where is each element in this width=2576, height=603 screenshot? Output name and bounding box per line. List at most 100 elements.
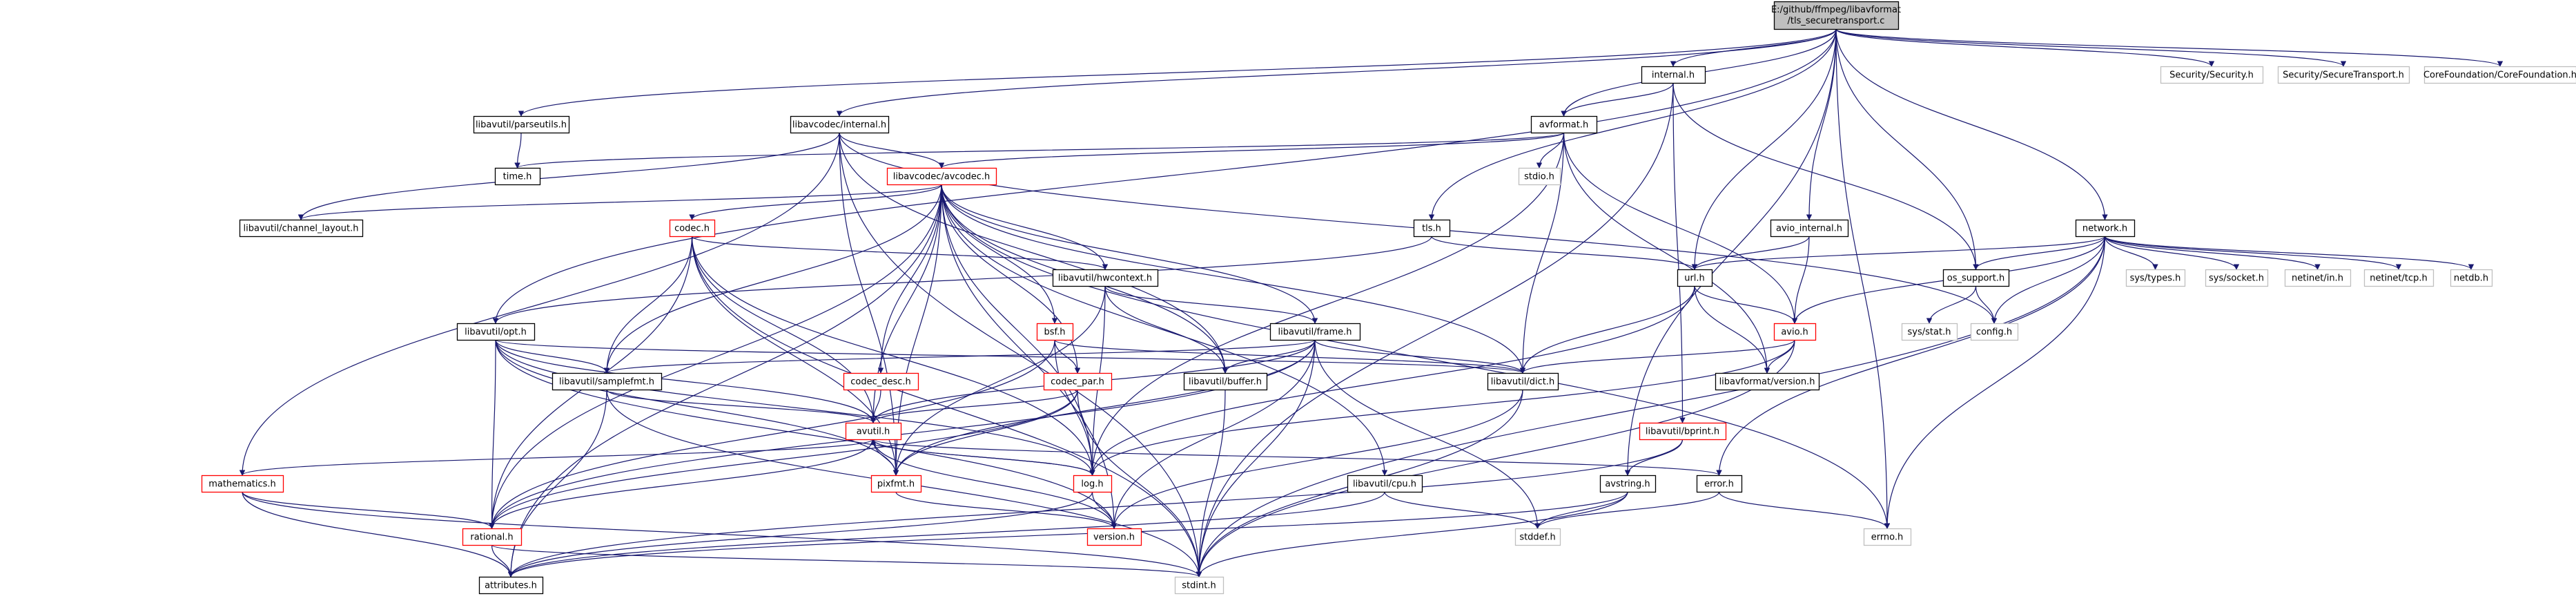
node-stdint[interactable]: stdint.h (1174, 576, 1224, 595)
edge-lavc_internal-to-buffer (839, 132, 1229, 374)
node-securetransport[interactable]: Security/SecureTransport.h (2277, 66, 2410, 84)
node-pixfmt[interactable]: pixfmt.h (870, 475, 922, 493)
edge-avcodec-to-dict (941, 184, 1526, 374)
node-label-pixfmt: pixfmt.h (877, 479, 915, 490)
edge-network-to-netdb (2104, 236, 2475, 270)
edge-lavc_internal-to-channel_layout (297, 132, 840, 220)
edge-network-to-systypes (2104, 236, 2158, 270)
node-log[interactable]: log.h (1073, 475, 1113, 493)
edge-opt-to-version (495, 339, 1118, 529)
node-box-log (1073, 475, 1113, 493)
node-lavf_version[interactable]: libavformat/version.h (1715, 372, 1820, 391)
node-box-sysstat (1901, 323, 1958, 341)
node-avio[interactable]: avio.h (1773, 323, 1817, 341)
edge-avcodec-to-samplefmt (603, 184, 942, 374)
node-bsf[interactable]: bsf.h (1036, 323, 1074, 341)
node-box-mathematics (201, 475, 284, 493)
node-box-network (2075, 219, 2136, 238)
node-avcodec[interactable]: libavcodec/avcodec.h (886, 167, 997, 186)
node-tls[interactable]: tls.h (1413, 219, 1451, 238)
edge-avutil-to-error (872, 439, 1722, 476)
edge-root-to-url (1691, 28, 1837, 270)
node-systypes[interactable]: sys/types.h (2125, 269, 2186, 287)
node-attributes[interactable]: attributes.h (478, 576, 544, 595)
node-stdio[interactable]: stdio.h (1518, 167, 1561, 186)
node-mathematics[interactable]: mathematics.h (201, 475, 284, 493)
node-syssocket[interactable]: sys/socket.h (2205, 269, 2269, 287)
node-box-codec_desc (843, 372, 919, 391)
node-box-tls (1413, 219, 1451, 238)
node-avio_internal[interactable]: avio_internal.h (1770, 219, 1849, 238)
node-config[interactable]: config.h (1970, 323, 2019, 341)
node-cpu[interactable]: libavutil/cpu.h (1347, 475, 1423, 493)
node-box-avio (1773, 323, 1817, 341)
node-label-rational: rational.h (470, 533, 513, 543)
node-bprint[interactable]: libavutil/bprint.h (1639, 422, 1727, 441)
edge-frame-to-rational (489, 339, 1316, 529)
node-rational[interactable]: rational.h (462, 528, 523, 546)
edge-root-to-parseutils (518, 28, 1837, 117)
node-codec_desc[interactable]: codec_desc.h (843, 372, 919, 391)
edge-bprint-to-avstring (1624, 439, 1684, 476)
edge-tls-to-opt (492, 236, 1432, 324)
node-label-avcodec: libavcodec/avcodec.h (893, 172, 991, 182)
node-label-tls: tls.h (1422, 224, 1441, 234)
node-box-internal (1641, 66, 1706, 84)
node-url[interactable]: url.h (1677, 269, 1713, 287)
node-label-bprint: libavutil/bprint.h (1646, 427, 1719, 437)
node-avformat[interactable]: avformat.h (1530, 115, 1598, 134)
node-label-network: network.h (2082, 224, 2127, 234)
node-error[interactable]: error.h (1696, 475, 1743, 493)
edge-samplefmt-to-avutil (606, 389, 877, 423)
node-label-opt: libavutil/opt.h (465, 327, 527, 338)
edge-os_support-to-config (1975, 285, 1998, 324)
node-netdb[interactable]: netdb.h (2450, 269, 2493, 287)
node-stddef[interactable]: stddef.h (1514, 528, 1561, 546)
node-label-netinet_in: netinet/in.h (2292, 274, 2343, 284)
node-codec[interactable]: codec.h (669, 219, 716, 238)
node-corefoundation[interactable]: CoreFoundation/CoreFoundation.h (2423, 66, 2576, 84)
node-version[interactable]: version.h (1086, 528, 1142, 546)
node-buffer[interactable]: libavutil/buffer.h (1183, 372, 1268, 391)
node-avutil[interactable]: avutil.h (845, 422, 902, 441)
edge-pixfmt-to-version (895, 491, 1118, 529)
node-box-hwcontext (1052, 269, 1159, 287)
node-box-url (1677, 269, 1713, 287)
edge-bsf-to-rational (489, 339, 1055, 529)
edge-avcodec-to-rational (489, 184, 942, 529)
node-root[interactable]: E:/github/ffmpeg/libavformat/tls_securet… (1771, 1, 1901, 30)
edge-root-to-corefoundation (1835, 28, 2503, 67)
node-hwcontext[interactable]: libavutil/hwcontext.h (1052, 269, 1159, 287)
node-internal[interactable]: internal.h (1641, 66, 1706, 84)
node-box-channel_layout (239, 219, 364, 238)
edge-avcodec-to-channel_layout (298, 184, 942, 220)
node-channel_layout[interactable]: libavutil/channel_layout.h (239, 219, 364, 238)
node-label-netdb: netdb.h (2454, 274, 2488, 284)
node-dict[interactable]: libavutil/dict.h (1487, 372, 1559, 391)
edge-avutil-to-pixfmt (872, 439, 899, 476)
edge-network-to-syssocket (2104, 236, 2240, 270)
node-frame[interactable]: libavutil/frame.h (1269, 323, 1361, 341)
node-samplefmt[interactable]: libavutil/samplefmt.h (552, 372, 663, 391)
node-time[interactable]: time.h (494, 167, 541, 186)
node-label-attributes: attributes.h (485, 581, 537, 591)
node-parseutils[interactable]: libavutil/parseutils.h (473, 115, 570, 134)
node-opt[interactable]: libavutil/opt.h (456, 323, 536, 341)
node-lavc_internal[interactable]: libavcodec/internal.h (790, 115, 890, 134)
node-label-internal: internal.h (1652, 70, 1695, 81)
node-label-bsf: bsf.h (1044, 327, 1065, 338)
node-security[interactable]: Security/Security.h (2160, 66, 2264, 84)
edge-codec_par-to-stdint (1077, 389, 1202, 577)
node-label-corefoundation: CoreFoundation/CoreFoundation.h (2423, 70, 2576, 81)
node-box-cpu (1347, 475, 1423, 493)
node-network[interactable]: network.h (2075, 219, 2136, 238)
node-avstring[interactable]: avstring.h (1599, 475, 1657, 493)
node-codec_par[interactable]: codec_par.h (1043, 372, 1113, 391)
node-errno[interactable]: errno.h (1863, 528, 1912, 546)
node-netinet_tcp[interactable]: netinet/tcp.h (2363, 269, 2434, 287)
edge-bsf-to-log (1054, 339, 1095, 476)
edge-rational-to-attributes (491, 544, 514, 577)
node-netinet_in[interactable]: netinet/in.h (2284, 269, 2352, 287)
node-os_support[interactable]: os_support.h (1942, 269, 2010, 287)
node-sysstat[interactable]: sys/stat.h (1901, 323, 1958, 341)
